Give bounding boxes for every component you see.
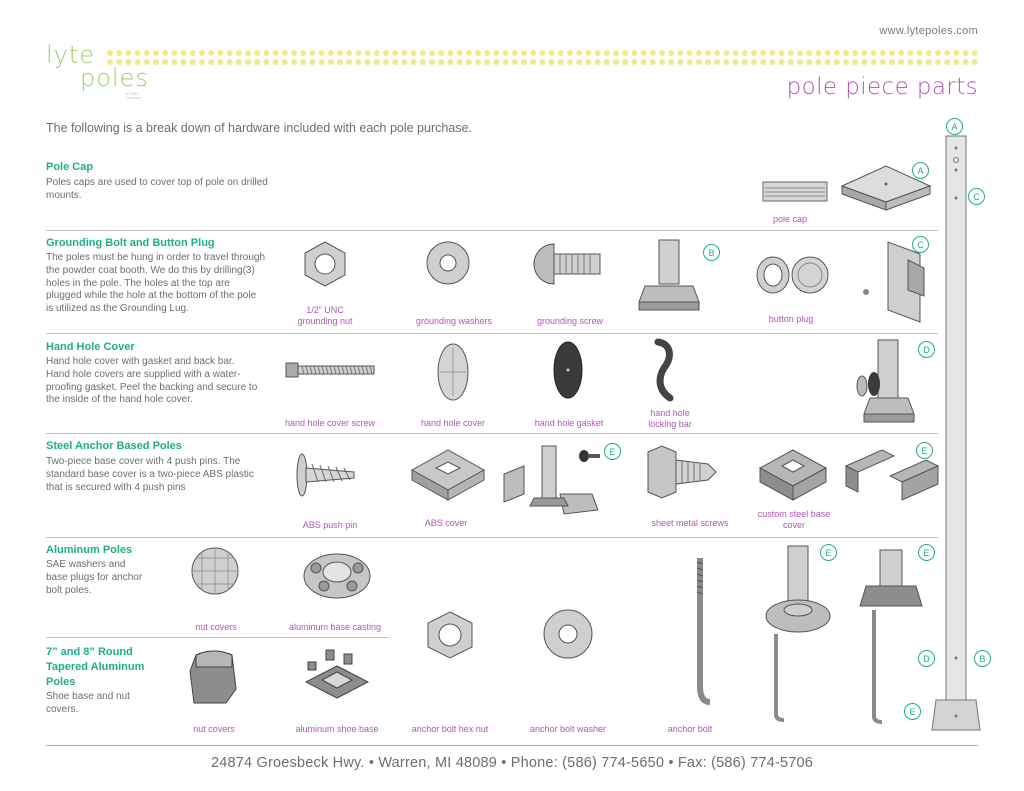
anchor-bolt-hex-nut-image xyxy=(427,611,473,659)
divider xyxy=(46,433,938,434)
full-pole-diagram xyxy=(931,135,981,731)
callout-e: E xyxy=(904,703,921,720)
logo-line-2: poles xyxy=(80,64,149,92)
pole-cap-top-view xyxy=(840,165,932,211)
section-desc-aluminum: SAE washers and base plugs for anchor bo… xyxy=(46,559,143,596)
logo-tagline: a DMH company xyxy=(126,92,143,100)
page-title: pole piece parts xyxy=(786,74,978,100)
label-pole-cap: pole cap xyxy=(772,214,808,224)
section-title-grounding: Grounding Bolt and Button Plug xyxy=(46,237,215,249)
aluminum-shoe-assembly-image xyxy=(859,549,923,724)
label-hand-hole-cover: hand hole cover xyxy=(420,418,486,428)
hand-hole-assembly-image xyxy=(856,339,915,423)
label-hand-hole-cover-screw: hand hole cover screw xyxy=(284,418,376,428)
pole-cap-side-view xyxy=(762,181,828,202)
callout-a: A xyxy=(912,162,929,179)
label-sheet-metal-screws: sheet metal screws xyxy=(651,518,729,528)
label-anchor-bolt-washer: anchor bolt washer xyxy=(529,724,607,734)
section-title-pole-cap: Pole Cap xyxy=(46,161,94,173)
section-desc-steel-anchor: Two-piece base cover with 4 push pins. T… xyxy=(46,456,254,493)
hand-hole-cover-screw-image xyxy=(285,362,375,378)
anchor-bolt-image xyxy=(696,558,711,705)
label-nut-covers: nut covers xyxy=(195,622,237,632)
dotted-header-bar xyxy=(107,50,978,65)
steel-base-assembly-image xyxy=(503,445,599,515)
grounding-nut-image xyxy=(304,241,346,287)
intro-text: The following is a break down of hardwar… xyxy=(46,121,472,135)
label-anchor-bolt-hex-nut: anchor bolt hex nut xyxy=(411,724,489,734)
section-title-tapered: 7” and 8” Round Tapered Aluminum Poles xyxy=(46,646,145,688)
logo-line-1: lyte xyxy=(46,41,96,69)
section-desc-grounding: The poles must be hung in order to trave… xyxy=(46,252,266,315)
label-abs-cover: ABS cover xyxy=(424,518,468,528)
aluminum-pole-anchor-assembly-image xyxy=(765,545,831,722)
label-nut-covers: nut covers xyxy=(193,724,235,734)
section-desc-tapered: Shoe base and nut covers. xyxy=(46,691,130,715)
label-aluminum-base-casting: aluminum base casting xyxy=(288,622,382,632)
button-plug-image xyxy=(756,256,829,294)
divider xyxy=(46,637,389,638)
section-title-hand-hole: Hand Hole Cover xyxy=(46,341,135,353)
callout-e: E xyxy=(604,443,621,460)
label-hand-hole-locking-bar: hand hole locking bar xyxy=(648,408,692,429)
sheet-metal-screw-image xyxy=(647,445,717,499)
abs-cover-image xyxy=(410,449,486,501)
hand-hole-cover-image xyxy=(437,343,469,401)
label-button-plug: button plug xyxy=(768,314,814,324)
callout-e: E xyxy=(916,442,933,459)
callout-a: A xyxy=(946,118,963,135)
label-custom-steel-base-cover: custom steel base cover xyxy=(757,509,831,530)
label-abs-push-pin: ABS push pin xyxy=(302,520,358,530)
grounding-screw-image xyxy=(533,243,601,285)
divider xyxy=(46,333,938,334)
label-grounding-screw: grounding screw xyxy=(536,316,604,326)
callout-e: E xyxy=(820,544,837,561)
nut-cover-image xyxy=(191,547,239,595)
callout-e: E xyxy=(918,544,935,561)
callout-b: B xyxy=(974,650,991,667)
callout-b: B xyxy=(703,244,720,261)
label-hand-hole-gasket: hand hole gasket xyxy=(534,418,604,428)
custom-steel-base-cover-image xyxy=(758,449,828,501)
label-anchor-bolt: anchor bolt xyxy=(667,724,713,734)
footer-divider xyxy=(46,745,978,746)
label-aluminum-shoe-base: aluminum shoe base xyxy=(295,724,379,734)
website-url: www.lytepoles.com xyxy=(879,25,978,37)
hand-hole-locking-bar-image xyxy=(654,338,674,402)
callout-c: C xyxy=(912,236,929,253)
divider xyxy=(46,537,938,538)
callout-d: D xyxy=(918,341,935,358)
grounding-lug-image xyxy=(863,241,925,323)
label-grounding-nut: 1/2” UNC grounding nut xyxy=(297,305,353,326)
callout-d: D xyxy=(918,650,935,667)
grounding-base-assembly-image xyxy=(638,239,700,311)
label-grounding-washers: grounding washers xyxy=(415,316,493,326)
company-logo: lyte poles a DMH company xyxy=(46,41,149,100)
two-piece-base-cover-image xyxy=(844,449,940,501)
tapered-nut-cover-image xyxy=(189,650,237,704)
section-title-aluminum: Aluminum Poles xyxy=(46,544,133,556)
footer-address: 24874 Groesbeck Hwy. • Warren, MI 48089 … xyxy=(210,755,814,771)
section-title-steel-anchor: Steel Anchor Based Poles xyxy=(46,440,182,452)
push-pin-icon xyxy=(579,450,600,462)
hand-hole-gasket-image xyxy=(553,341,583,399)
section-desc-hand-hole: Hand hole cover with gasket and back bar… xyxy=(46,356,258,406)
divider xyxy=(46,230,938,231)
anchor-bolt-washer-image xyxy=(543,609,593,659)
section-desc-pole-cap: Poles caps are used to cover top of pole… xyxy=(46,177,268,201)
grounding-washer-image xyxy=(426,241,470,285)
callout-c: C xyxy=(968,188,985,205)
abs-push-pin-image xyxy=(296,453,355,497)
aluminum-shoe-base-image xyxy=(304,649,370,699)
aluminum-base-casting-image xyxy=(303,553,371,599)
